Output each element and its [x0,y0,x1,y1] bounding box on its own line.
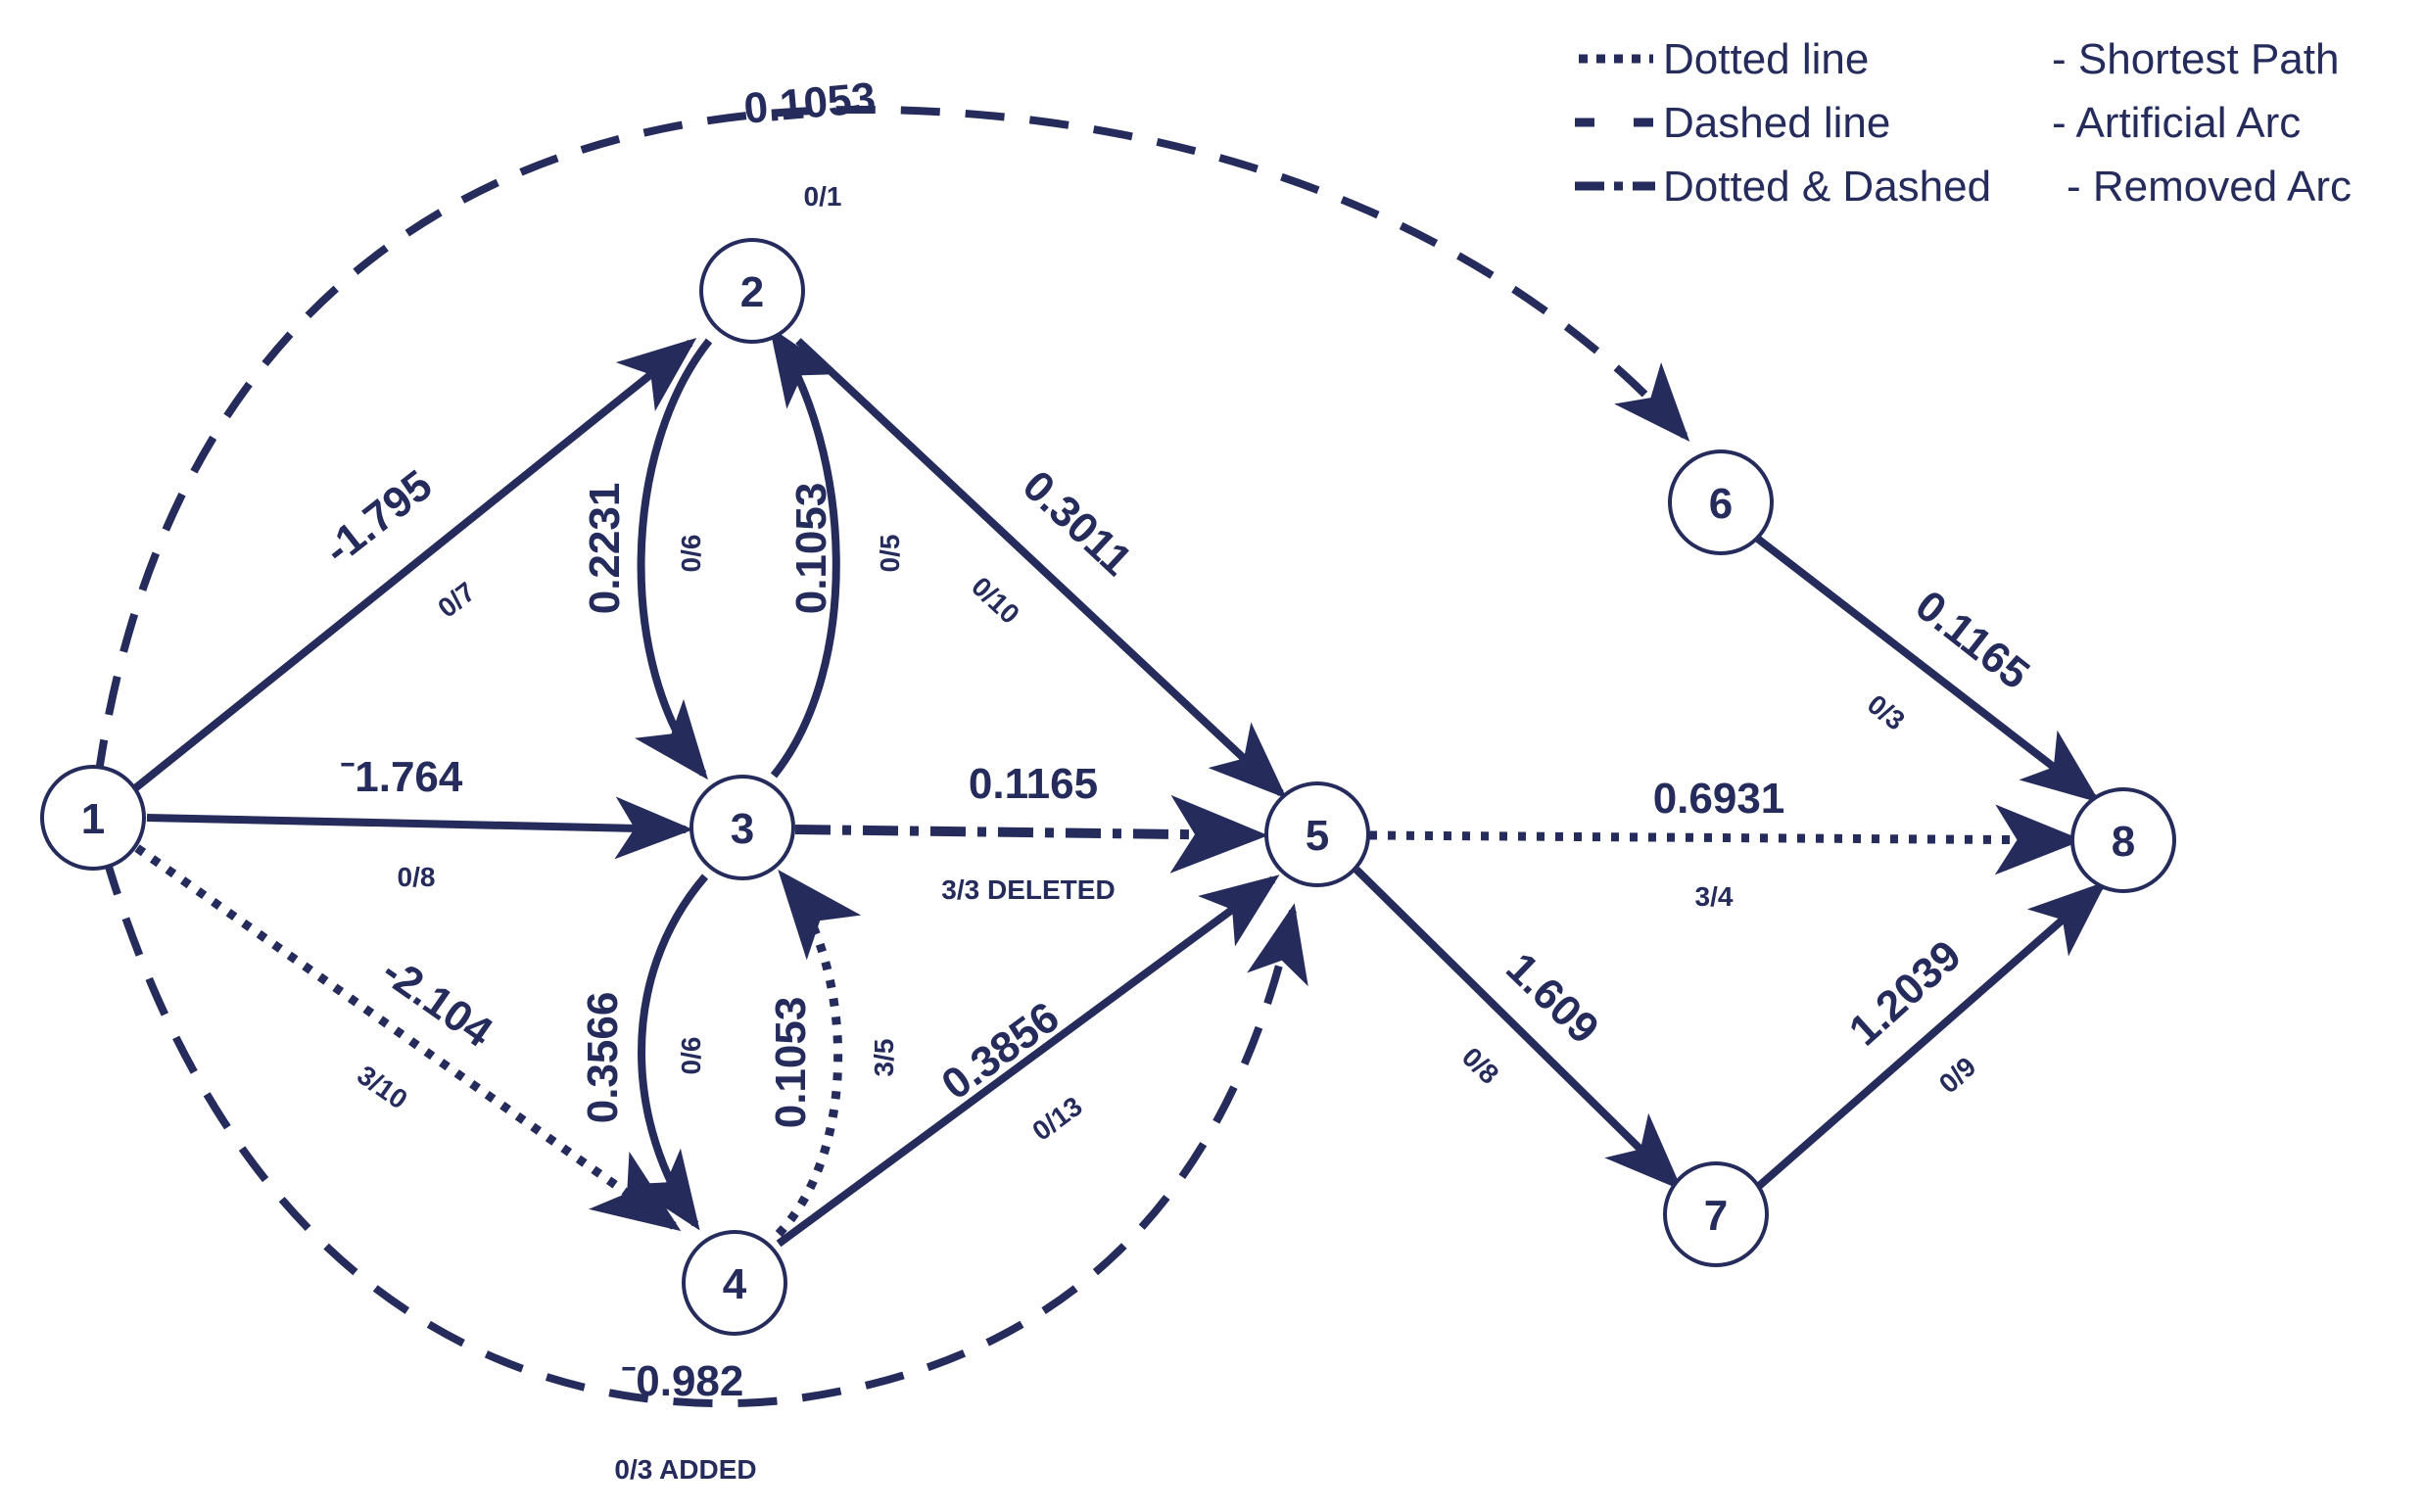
node-circle [682,1230,787,1336]
edge-flow-5-8: 3/4 [1695,881,1734,912]
node-1: 1 [40,765,146,871]
edge-flow-6-8: 0/3 [1862,688,1911,735]
edge-weight-7-8: 1.2039 [1840,931,1971,1055]
edge-3-to-2 [769,326,840,779]
edge-weight-3-2: 0.1053 [787,483,835,615]
edge-flow-2-5: 0/10 [966,571,1025,630]
nodes: 1 2 3 4 5 6 7 8 [40,238,2176,1336]
node-6: 6 [1668,449,1774,555]
node-5: 5 [1264,781,1370,887]
edge-flow-4-5: 0/13 [1026,1091,1087,1147]
node-label: 5 [1306,812,1329,860]
edge-5-to-7 [1354,867,1683,1191]
edge-labels: -1.795 0/7 ˉ1.764 0/8 -2.104 3/10 0.1053… [315,73,2038,1485]
edge-1-to-3 [146,796,693,860]
node-circle [1668,449,1774,555]
edge-flow-1-5: 0/3 ADDED [614,1454,756,1485]
node-2: 2 [699,238,805,344]
edge-1-to-6 [94,105,1690,780]
node-8: 8 [2070,787,2176,893]
edge-4-to-5 [776,874,1280,1248]
node-circle [699,238,805,344]
node-4: 4 [682,1230,787,1336]
legend-line-label: Dotted line [1663,35,1869,83]
edge-2-to-5 [795,338,1287,799]
edge-weight-2-5: 0.3011 [1014,461,1141,585]
edge-weight-5-8: 0.6931 [1653,775,1785,823]
legend-item-dotted: Dotted line - Shortest Path [1579,35,2339,83]
edge-flow-2-3: 0/6 [676,535,706,573]
edge-weight-3-5: 0.1165 [969,760,1098,808]
edge-weight-1-3: ˉ1.764 [341,753,463,801]
node-circle [40,765,146,871]
legend-line-label: Dotted & Dashed [1663,163,1991,211]
edge-weight-3-4: 0.3566 [579,992,627,1124]
node-circle [1264,781,1370,887]
edge-5-to-8 [1368,804,2083,875]
edge-flow-7-8: 0/9 [1933,1051,1982,1099]
edge-weight-1-6: 0.1053 [742,73,878,133]
edge-3-to-5 [794,794,1268,874]
edge-4-to-3 [775,870,862,1238]
legend-item-dashed: Dashed line - Artificial Arc [1575,99,2301,147]
node-label: 7 [1704,1192,1728,1240]
edge-weight-4-3: 0.1053 [767,997,815,1129]
edge-flow-1-3: 0/8 [398,862,436,892]
edge-flow-1-4: 3/10 [352,1060,412,1115]
legend-meaning: - Shortest Path [2052,35,2339,83]
edge-flow-3-5: 3/3 DELETED [941,874,1115,905]
node-7: 7 [1663,1161,1769,1267]
edge-weight-6-8: 0.1165 [1907,582,2038,699]
node-label: 4 [723,1260,747,1308]
edge-2-to-3 [635,338,713,780]
edge-flow-1-2: 0/7 [432,576,481,623]
legend-line-label: Dashed line [1663,99,1890,147]
node-label: 2 [740,268,764,316]
legend: Dotted line - Shortest Path Dashed line … [1575,35,2352,211]
edge-weight-1-4: -2.104 [373,947,501,1057]
legend-meaning: - Removed Arc [2067,163,2352,211]
node-3: 3 [689,775,795,880]
edge-flow-4-3: 3/5 [869,1039,899,1077]
edge-weight-1-5: ˉ0.982 [622,1357,744,1405]
edge-1-to-5 [102,855,1308,1408]
legend-meaning: - Artificial Arc [2052,99,2301,147]
node-label: 6 [1709,480,1733,528]
node-circle [689,775,795,880]
edge-flow-3-2: 0/5 [875,535,905,573]
node-circle [1663,1161,1769,1267]
edge-weight-4-5: 0.3856 [933,993,1069,1110]
node-label: 8 [2112,818,2135,866]
edge-7-to-8 [1755,880,2108,1191]
node-circle [2070,787,2176,893]
edge-1-to-4 [134,844,682,1232]
edge-3-to-4 [629,874,709,1231]
node-label: 1 [81,795,105,843]
node-label: 3 [731,805,754,853]
edge-weight-2-3: 0.2231 [581,483,629,615]
edge-6-to-8 [1752,533,2101,803]
edge-flow-5-7: 0/8 [1456,1041,1505,1089]
edge-weight-5-7: 1.609 [1497,944,1607,1054]
edge-flow-3-4: 0/6 [676,1037,706,1075]
edges [94,105,2108,1408]
edge-flow-1-6: 0/1 [804,181,842,212]
edge-1-to-2 [132,337,697,792]
legend-item-dotdash: Dotted & Dashed - Removed Arc [1575,163,2352,211]
